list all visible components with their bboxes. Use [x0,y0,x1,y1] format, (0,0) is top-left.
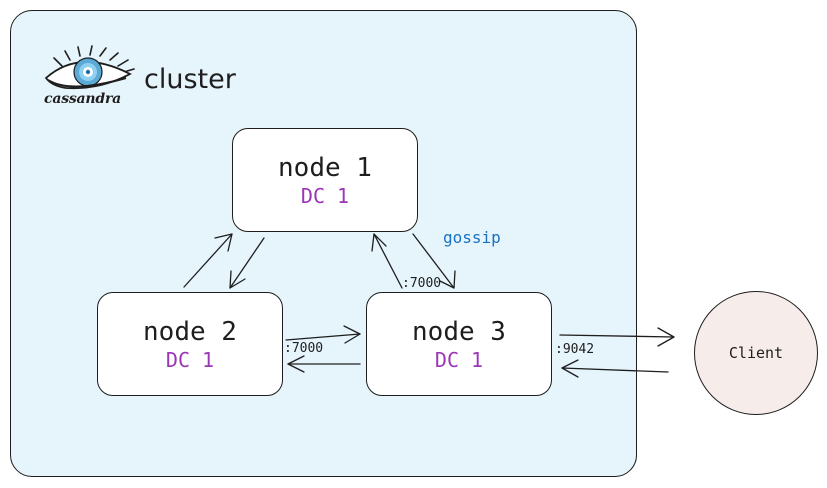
node-title: node 3 [412,317,506,347]
arrow-node3-to-client [559,327,675,347]
arrow-node1-to-node2 [229,237,265,289]
node-1[interactable]: node 1 DC 1 [232,128,418,232]
arrow-node3-to-node1 [371,233,403,289]
port-label-node3-right: :9042 [555,342,595,357]
gossip-label: gossip [443,228,501,247]
client-label: Client [728,344,784,362]
logo-text: cassandra [44,91,122,107]
cluster-label: cluster [144,64,236,95]
port-label-node2-right: :7000 [284,341,324,356]
arrow-client-to-node3 [561,359,669,378]
arrow-node2-to-node1 [183,233,233,288]
arrow-node3-to-node2 [287,355,361,373]
node-3[interactable]: node 3 DC 1 [366,292,552,396]
cluster-container [10,10,637,477]
node-title: node 2 [143,317,237,347]
cassandra-eye-icon [44,45,135,90]
arrow-node1-to-node3 [412,233,456,289]
arrow-node2-to-node3 [285,325,361,344]
node-dc: DC 1 [165,348,215,372]
node-dc: DC 1 [300,184,350,208]
node-2[interactable]: node 2 DC 1 [97,292,283,396]
node-dc: DC 1 [434,348,484,372]
client-node[interactable]: Client [694,291,818,415]
node-title: node 1 [278,153,372,183]
port-label-node3-top: :7000 [402,276,442,291]
